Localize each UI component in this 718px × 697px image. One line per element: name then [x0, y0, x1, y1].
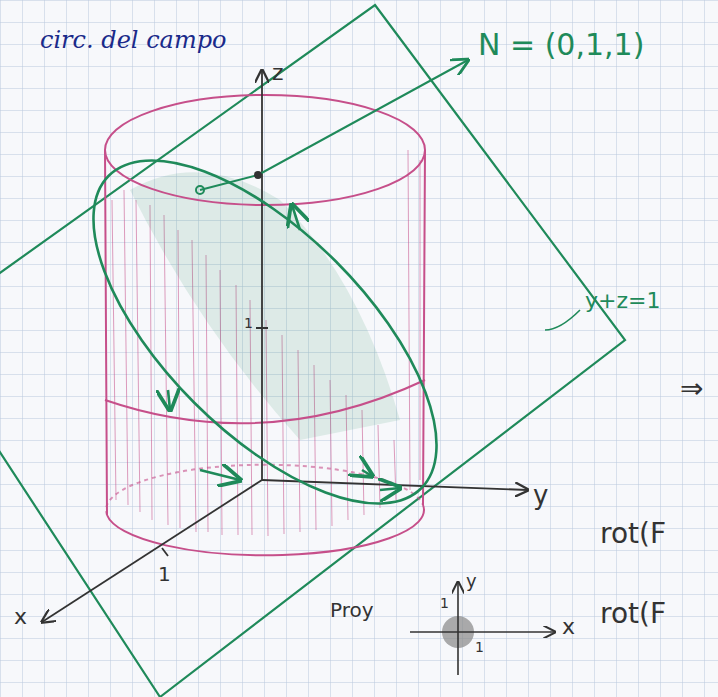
implies-symbol: ⇒ [680, 375, 703, 403]
intersection-curve [38, 105, 492, 559]
projection-label: Proy [330, 600, 374, 620]
cylinder [105, 95, 425, 555]
projection-sketch [410, 582, 555, 675]
tick-label: 1 [244, 316, 253, 330]
plane-label: y+z=1 [585, 290, 660, 312]
note-title: circ. del campo [40, 28, 226, 52]
axes [42, 70, 528, 622]
tick-label: 1 [475, 640, 484, 654]
axis-label: x [14, 606, 27, 628]
axis-label: y [533, 482, 548, 508]
formula-fragment: rot(F [600, 520, 666, 548]
formula-fragment: rot(F [600, 600, 666, 628]
tick-label: 1 [158, 564, 171, 584]
plane-outline [0, 5, 625, 697]
tick-label: 1 [440, 596, 449, 610]
normal-vector [196, 60, 580, 330]
axis-label: x [562, 616, 575, 638]
axis-label: y [466, 572, 477, 590]
surface-shading [130, 172, 400, 440]
normal-label: N = (0,1,1) [478, 30, 644, 60]
cylinder-hatching [112, 150, 420, 536]
axis-label: z [272, 62, 284, 84]
